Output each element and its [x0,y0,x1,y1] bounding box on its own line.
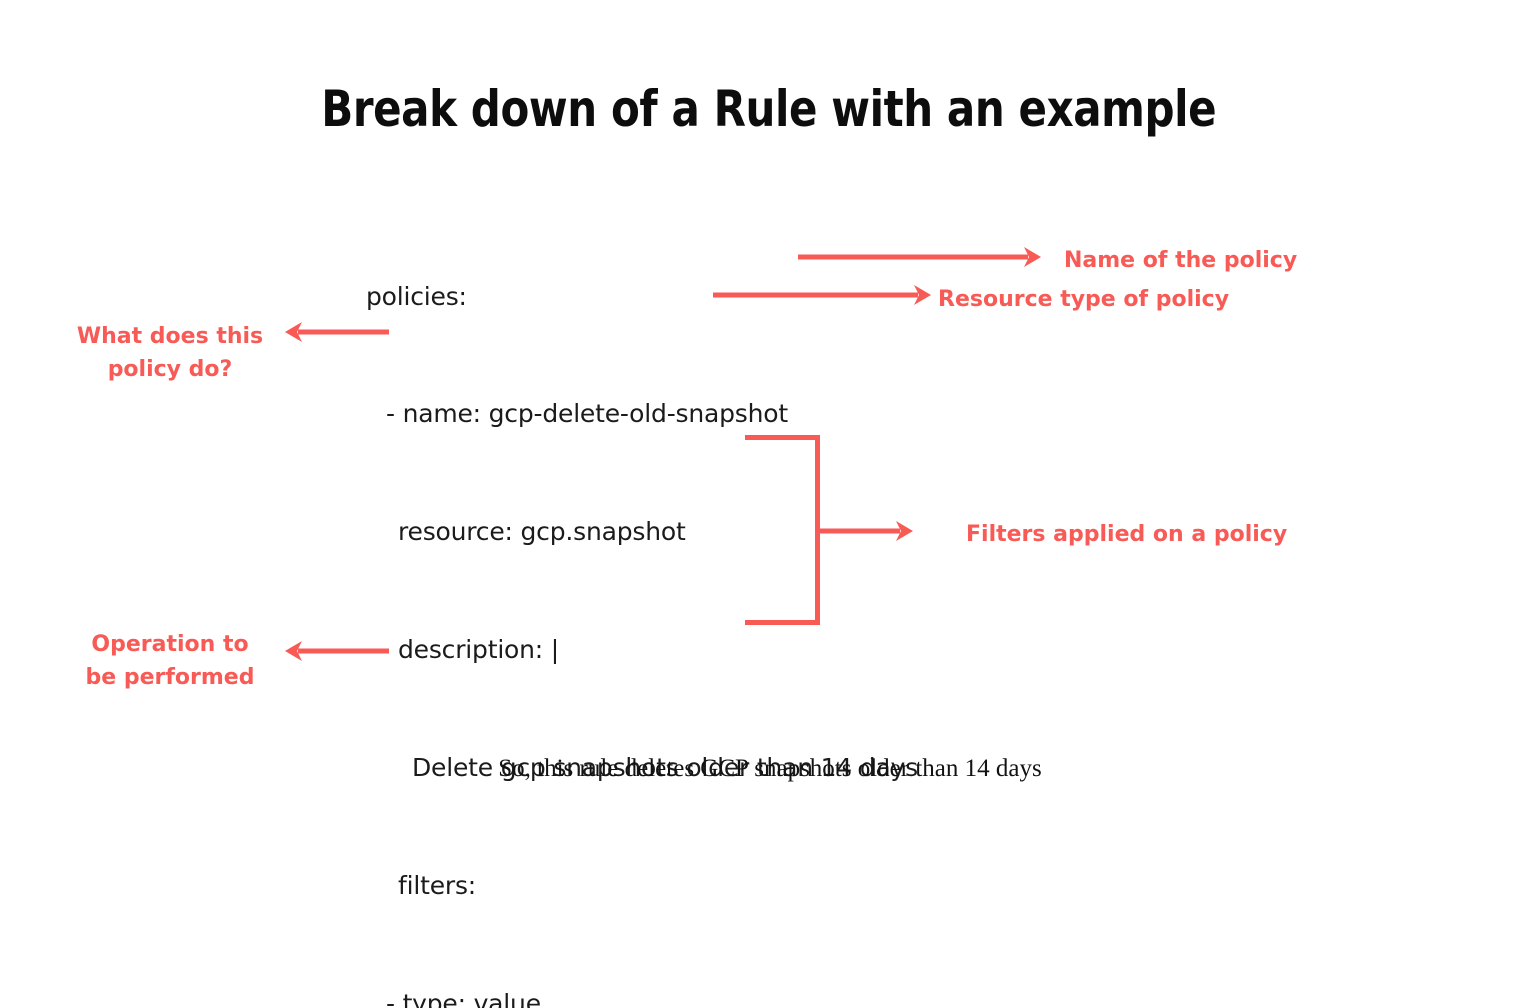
yaml-line: - type: value [386,988,541,1008]
arrow-left-icon-description [285,322,389,342]
page-title: Break down of a Rule with an example [321,80,1217,138]
arrow-right-icon-filters [820,521,913,541]
summary-caption: So, this rule deletes GCP snapshots olde… [498,755,1042,782]
annotation-filters-applied: Filters applied on a policy [966,522,1288,547]
yaml-line: description: | [398,635,559,665]
yaml-line: policies: [366,281,467,311]
annotation-name-of-policy: Name of the policy [1064,248,1298,273]
yaml-line: resource: gcp.snapshot [398,517,686,547]
arrow-right-icon-resource [713,285,931,305]
yaml-line: - name: gcp-delete-old-snapshot [386,399,788,429]
arrow-right-icon-name [798,247,1041,267]
annotation-what-does-policy-do: What does this policy do? [76,324,264,382]
annotation-operation-performed: Operation to be performed [85,632,255,690]
bracket-right-icon-filters [745,435,820,625]
yaml-line: filters: [398,871,477,901]
arrow-left-icon-actions [285,641,389,661]
yaml-line: Delete gcp snapshots older than 14 days [412,753,918,783]
annotation-resource-type: Resource type of policy [938,287,1230,312]
yaml-policy-block: policies: - name: gcp-delete-old-snapsho… [366,198,918,1008]
